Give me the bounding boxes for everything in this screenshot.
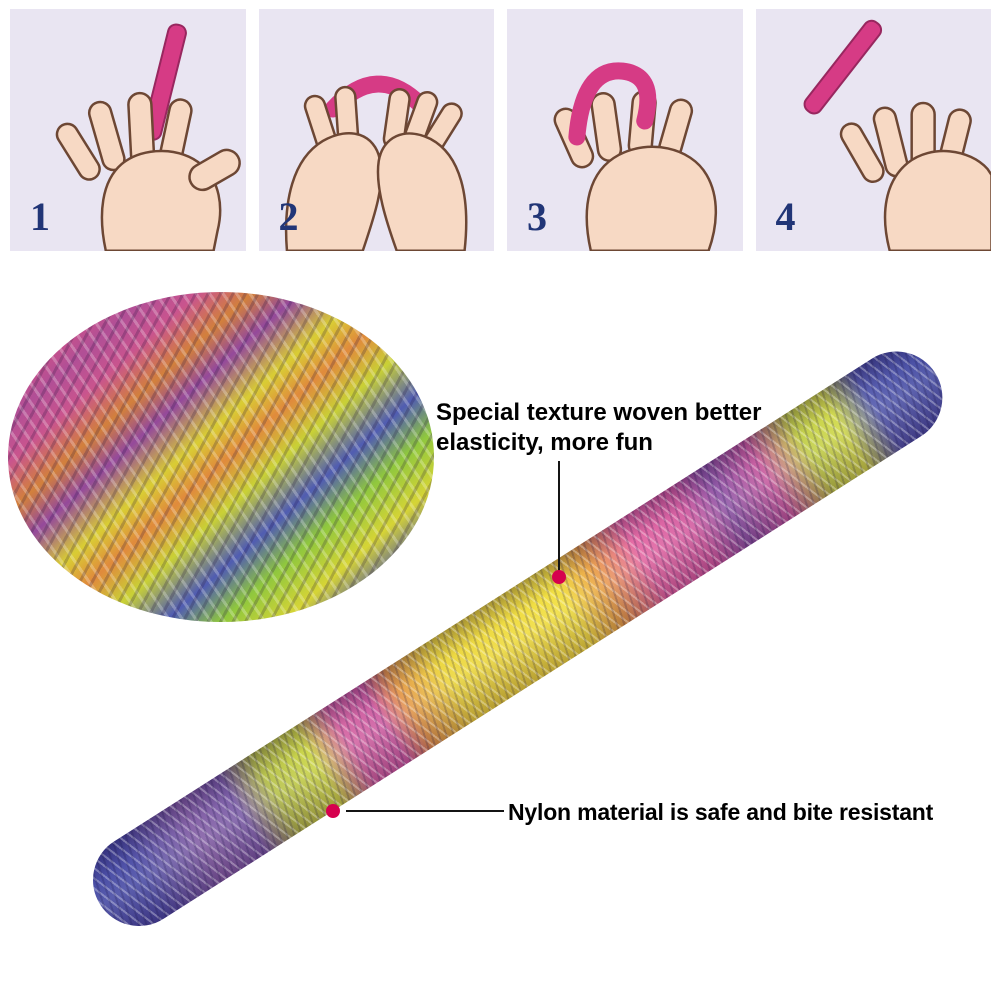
instruction-steps: 1 2 bbox=[10, 9, 991, 251]
hands-bending-stick-icon bbox=[284, 75, 467, 251]
annotation-texture-line2: elasticity, more fun bbox=[436, 429, 653, 456]
step-panel-2: 2 bbox=[258, 9, 494, 251]
step-number-2: 2 bbox=[278, 194, 299, 239]
texture-zoom-circle bbox=[8, 292, 434, 622]
material-connector-line bbox=[346, 810, 504, 812]
annotation-texture-line1: Special texture woven better bbox=[436, 399, 762, 426]
step-panel-3: 3 bbox=[507, 9, 743, 251]
hand-folding-stick-icon bbox=[553, 62, 718, 251]
hand-holding-stick-icon bbox=[55, 23, 241, 251]
step-number-1: 1 bbox=[30, 194, 50, 239]
annotation-material: Nylon material is safe and bite resistan… bbox=[508, 798, 933, 826]
annotation-texture: Special texture woven better elasticity,… bbox=[436, 398, 761, 458]
step-panel-4: 4 bbox=[755, 9, 991, 251]
texture-marker-dot bbox=[552, 570, 566, 584]
material-marker-dot bbox=[326, 804, 340, 818]
step-number-3: 3 bbox=[527, 194, 547, 239]
annotation-material-text: Nylon material is safe and bite resistan… bbox=[508, 799, 934, 825]
texture-connector-line bbox=[558, 461, 560, 573]
step-number-4: 4 bbox=[775, 194, 796, 239]
step-panel-1: 1 bbox=[10, 9, 246, 251]
hand-flicking-stick-icon bbox=[803, 19, 991, 251]
